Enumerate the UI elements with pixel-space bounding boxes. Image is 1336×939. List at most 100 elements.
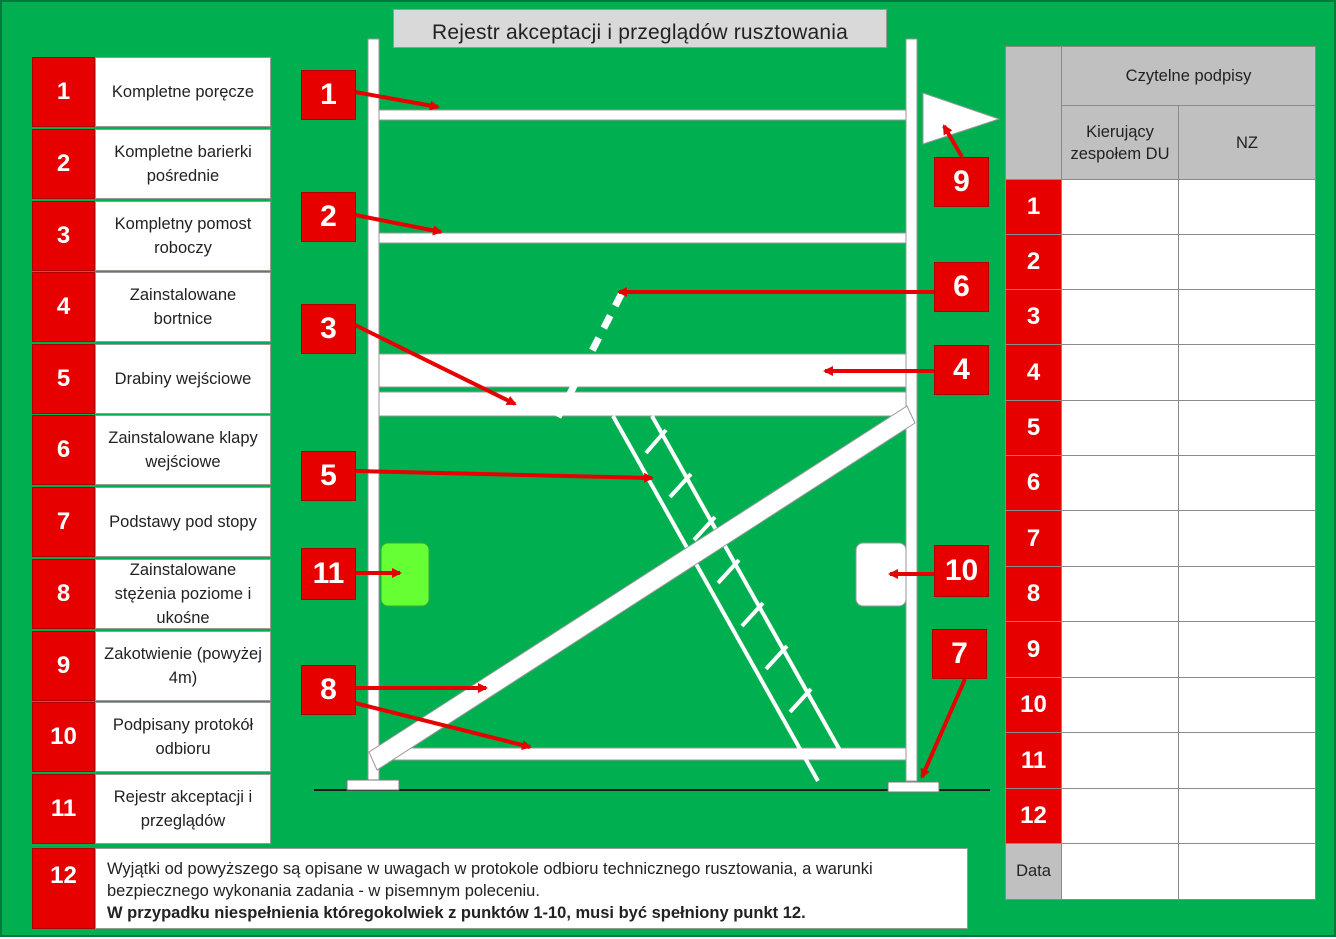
page-title: Rejestr akceptacji i przeglądów rusztowa… — [393, 9, 887, 48]
callout-badge-7: 7 — [932, 629, 987, 679]
signature-cell-team-lead[interactable] — [1061, 234, 1179, 290]
date-cell-nz[interactable] — [1178, 843, 1316, 900]
signature-cell-team-lead[interactable] — [1061, 621, 1179, 678]
callout-badge-4: 4 — [934, 345, 989, 395]
column-header-nz: NZ — [1178, 105, 1316, 180]
signature-cell-nz[interactable] — [1178, 566, 1316, 622]
callout-badge-2: 2 — [301, 192, 356, 242]
signature-row-number: 7 — [1005, 510, 1062, 567]
date-cell-team-lead[interactable] — [1061, 843, 1179, 900]
signature-cell-nz[interactable] — [1178, 621, 1316, 678]
signature-cell-team-lead[interactable] — [1061, 455, 1179, 511]
ladder-rail-right — [650, 415, 844, 755]
note-line-2: bezpiecznego wykonania zadania - w pisem… — [107, 882, 540, 900]
checklist-item: 3 Kompletny pomost roboczy — [32, 201, 271, 271]
checklist-number: 6 — [32, 415, 95, 485]
checklist-number: 4 — [32, 272, 95, 342]
checklist-item: 11 Rejestr akceptacji i przeglądów — [32, 774, 271, 844]
signature-cell-team-lead[interactable] — [1061, 344, 1179, 401]
signatures-header: Czytelne podpisy — [1061, 46, 1316, 106]
checklist-item: 9 Zakotwienie (powyżej 4m) — [32, 631, 271, 701]
signature-cell-team-lead[interactable] — [1061, 677, 1179, 733]
checklist-number: 10 — [32, 702, 95, 772]
callout-arrows — [354, 90, 967, 779]
work-platform — [378, 391, 907, 417]
signature-cell-nz[interactable] — [1178, 677, 1316, 733]
signature-cell-nz[interactable] — [1178, 400, 1316, 456]
callout-badge-1: 1 — [301, 70, 356, 120]
base-plate-right — [887, 781, 940, 793]
checklist-label: Zainstalowane bortnice — [95, 272, 271, 342]
signature-row-number: 3 — [1005, 289, 1062, 345]
signature-cell-team-lead[interactable] — [1061, 788, 1179, 844]
signature-cell-team-lead[interactable] — [1061, 289, 1179, 345]
checklist-label: Zainstalowane klapy wejściowe — [95, 415, 271, 485]
signature-row-number: 10 — [1005, 677, 1062, 733]
signature-cell-team-lead[interactable] — [1061, 732, 1179, 789]
checklist-number: 5 — [32, 344, 95, 414]
signature-row-number: 4 — [1005, 344, 1062, 401]
signature-cell-team-lead[interactable] — [1061, 566, 1179, 622]
note-line-3: W przypadku niespełnienia któregokolwiek… — [107, 904, 806, 922]
signatures-table: Czytelne podpisy Kierujący zespołem DU N… — [1005, 46, 1316, 900]
horizontal-brace — [378, 747, 907, 761]
guardrail — [378, 109, 907, 121]
signature-row-number: 5 — [1005, 400, 1062, 456]
intermediate-rail — [378, 232, 907, 244]
callout-badge-9: 9 — [934, 157, 989, 207]
signature-cell-team-lead[interactable] — [1061, 510, 1179, 567]
checklist-item: 1 Kompletne poręcze — [32, 57, 271, 127]
checklist-label: Kompletne barierki pośrednie — [95, 129, 271, 199]
checklist-label: Kompletny pomost roboczy — [95, 201, 271, 271]
checklist-item: 10 Podpisany protokół odbioru — [32, 702, 271, 772]
checklist-label: Drabiny wejściowe — [95, 344, 271, 414]
checklist-label: Zainstalowane stężenia poziome i ukośne — [95, 559, 271, 629]
signature-cell-nz[interactable] — [1178, 788, 1316, 844]
signature-row-number: 2 — [1005, 234, 1062, 290]
callout-badge-10: 10 — [934, 545, 989, 597]
checklist-number: 7 — [32, 487, 95, 557]
signature-row-number: 12 — [1005, 788, 1062, 844]
signature-cell-nz[interactable] — [1178, 732, 1316, 789]
checklist-number: 9 — [32, 631, 95, 701]
checklist-label: Kompletne poręcze — [95, 57, 271, 127]
header-corner — [1005, 46, 1062, 180]
signature-cell-nz[interactable] — [1178, 289, 1316, 345]
checklist-item: 7 Podstawy pod stopy — [32, 487, 271, 557]
ladder-rungs — [644, 428, 813, 714]
signature-cell-nz[interactable] — [1178, 234, 1316, 290]
checklist-label: Rejestr akceptacji i przeglądów — [95, 774, 271, 844]
checklist-item: 2 Kompletne barierki pośrednie — [32, 129, 271, 199]
checklist-number: 8 — [32, 559, 95, 629]
checklist-item: 8 Zainstalowane stężenia poziome i ukośn… — [32, 559, 271, 629]
callout-badge-8: 8 — [301, 665, 356, 715]
signature-row-number: 1 — [1005, 179, 1062, 235]
column-header-team-lead: Kierujący zespołem DU — [1061, 105, 1179, 180]
signature-cell-nz[interactable] — [1178, 344, 1316, 401]
signature-cell-nz[interactable] — [1178, 455, 1316, 511]
signature-cell-nz[interactable] — [1178, 179, 1316, 235]
checklist-label: Podpisany protokół odbioru — [95, 702, 271, 772]
signature-row-number: 8 — [1005, 566, 1062, 622]
base-plate-left — [346, 779, 400, 791]
date-label: Data — [1005, 843, 1062, 900]
callout-badge-11: 11 — [301, 548, 356, 600]
note-number: 12 — [32, 848, 95, 929]
signature-row-number: 9 — [1005, 621, 1062, 678]
signature-row-number: 11 — [1005, 732, 1062, 789]
signature-cell-nz[interactable] — [1178, 510, 1316, 567]
diagonal-brace — [368, 405, 916, 771]
checklist-item: 5 Drabiny wejściowe — [32, 344, 271, 414]
checklist-number: 2 — [32, 129, 95, 199]
callout-badge-3: 3 — [301, 304, 356, 354]
signature-cell-team-lead[interactable] — [1061, 400, 1179, 456]
callout-badge-5: 5 — [301, 451, 356, 501]
callout-badge-6: 6 — [934, 262, 989, 312]
signature-cell-team-lead[interactable] — [1061, 179, 1179, 235]
checklist-label: Podstawy pod stopy — [95, 487, 271, 557]
signature-row-number: 6 — [1005, 455, 1062, 511]
checklist-item: 4 Zainstalowane bortnice — [32, 272, 271, 342]
anchor-flag — [922, 92, 1001, 145]
checklist-label: Zakotwienie (powyżej 4m) — [95, 631, 271, 701]
